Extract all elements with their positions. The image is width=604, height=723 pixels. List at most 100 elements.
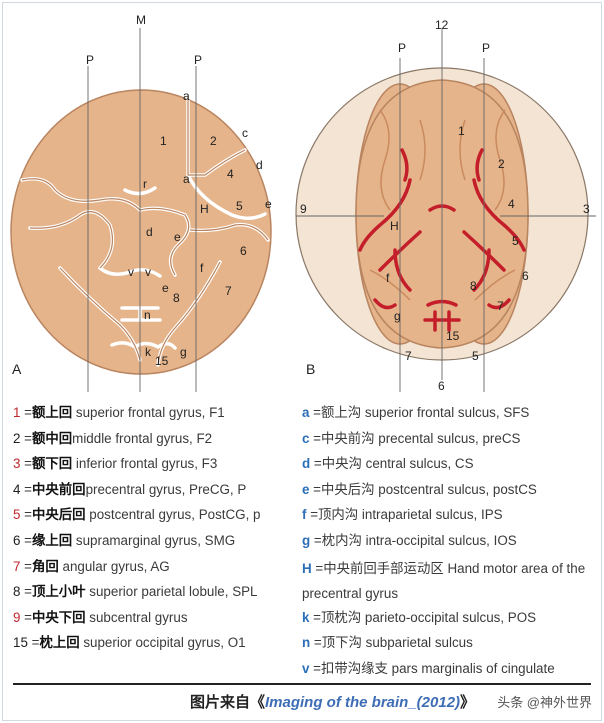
panel-a-title: A <box>12 361 22 377</box>
panel-b-label-p-left: P <box>398 41 406 55</box>
panel-a-label-7: 7 <box>225 284 232 298</box>
panel-b-labels: 12 P P 9 3 1 2 4 H 5 f 6 8 7 g 15 7 5 6 … <box>300 18 590 393</box>
panel-b-label-8: 8 <box>470 279 477 293</box>
panel-a-label-5: 5 <box>236 199 243 213</box>
panel-b-label-g: g <box>394 309 401 323</box>
legend-gyrus-cn: 中央后回 <box>32 507 86 523</box>
panel-a-label-p-right: P <box>194 53 202 67</box>
legend-sulcus-row: e =中央后沟 postcentral sulcus, postCS <box>302 479 598 505</box>
legend-gyrus-cn: 额上回 <box>32 405 73 420</box>
legend-sulcus-key: n <box>302 635 311 651</box>
panel-b-label-f: f <box>386 271 390 285</box>
legend-gyrus-number: 1 <box>13 405 21 420</box>
legend-sulcus-row: a =额上沟 superior frontal sulcus, SFS <box>302 402 598 428</box>
panel-b-label-9: 9 <box>300 202 307 216</box>
legend-gyrus-cn: 枕上回 <box>39 635 80 651</box>
watermark: 头条 @神外世界 <box>497 695 592 710</box>
legend-gyrus-row: 5 =中央后回 postcentral gyrus, PostCG, p <box>13 504 298 530</box>
legend-gyrus-cn: 缘上回 <box>32 532 73 548</box>
panel-b-red-sulci <box>358 148 526 332</box>
legend-gyrus-row: 6 =缘上回 supramarginal gyrus, SMG <box>13 530 298 556</box>
legend-equals: = <box>20 430 32 446</box>
legend-sulcus-text: =中央前沟 precental sulcus, preCS <box>309 430 521 446</box>
legend-gyrus-number: 2 <box>13 430 21 446</box>
legend-gyrus-cn: 中央下回 <box>32 609 86 625</box>
panel-b-label-5: 5 <box>512 234 519 248</box>
panel-b-label-4: 4 <box>508 197 515 211</box>
legend-sulcus-key: e <box>302 481 310 497</box>
legend-gyrus-row: 9 =中央下回 subcentral gyrus <box>13 607 298 633</box>
legend-gyrus-en: superior parietal lobule, SPL <box>85 584 258 600</box>
panel-b-label-7b: 7 <box>405 349 412 363</box>
panel-a-label-d2: d <box>146 225 153 239</box>
panel-a-label-d1: d <box>256 158 263 172</box>
legend-sulcus-key: f <box>302 507 307 523</box>
legend-sulcus-key: d <box>302 456 311 472</box>
legend-sulcus-row: H =中央前回手部运动区 Hand motor area of the prec… <box>302 556 598 607</box>
legend-gyrus-row: 7 =角回 angular gyrus, AG <box>13 556 298 582</box>
panel-a-label-6: 6 <box>240 244 247 258</box>
legend-sulcus-text: =扣带沟缘支 pars marginalis of cingulate <box>309 660 555 676</box>
legend-sulcus-text: =中央沟 central sulcus, CS <box>310 456 474 472</box>
legend-gyrus-en: superior frontal gyrus, F1 <box>72 405 225 420</box>
legend-equals: = <box>20 558 32 574</box>
legend-sulcus-row: k =顶枕沟 parieto-occipital sulcus, POS <box>302 607 598 633</box>
panel-b-label-7: 7 <box>497 299 504 313</box>
panel-b-label-1: 1 <box>458 124 465 138</box>
panel-a-label-e1: e <box>265 197 272 211</box>
legend-gyrus-en: supramarginal gyrus, SMG <box>72 532 236 548</box>
legend-sulcus-key: c <box>302 430 310 446</box>
brain-figure: M P P a c d e 1 2 r a 4 H 5 d e 6 v v f … <box>10 13 596 393</box>
panel-a-label-a1: a <box>183 89 190 103</box>
legend-gyrus-en: superior occipital gyrus, O1 <box>79 635 246 651</box>
legend-sulcus-row: d =中央沟 central sulcus, CS <box>302 453 598 479</box>
legend-gyrus-number: 4 <box>13 481 21 497</box>
caption-title: Imaging of the brain_(2012)》 <box>265 689 475 717</box>
caption-divider <box>13 683 591 685</box>
panel-b-label-15: 15 <box>446 329 460 343</box>
legend-gyrus-row: 3 =额下回 inferior frontal gyrus, F3 <box>13 453 298 479</box>
panel-a-label-k: k <box>145 345 152 359</box>
panel-a-labels: M P P a c d e 1 2 r a 4 H 5 d e 6 v v f … <box>12 13 272 377</box>
panel-a-label-v1: v <box>128 265 134 279</box>
legend-equals: = <box>20 481 32 497</box>
legend-sulcus-row: g =枕内沟 intra-occipital sulcus, IOS <box>302 530 598 556</box>
panel-a-label-15: 15 <box>155 354 169 368</box>
legend-sulcus-text: =枕内沟 intra-occipital sulcus, IOS <box>310 532 517 548</box>
legend-equals: = <box>20 532 32 548</box>
panel-a-guide-lines <box>87 28 197 392</box>
panel-b-title: B <box>306 361 315 377</box>
panel-a-label-r: r <box>143 177 147 191</box>
legend-gyrus-number: 7 <box>13 558 21 574</box>
panel-b-guide-lines <box>296 28 596 392</box>
panel-a-label-e2: e <box>174 230 181 244</box>
panel-b-label-12: 12 <box>435 18 449 32</box>
legend-gyrus-row: 2 =额中回middle frontal gyrus, F2 <box>13 428 298 454</box>
panel-b-label-p-right: P <box>482 41 490 55</box>
legend-gyrus-number: 5 <box>13 507 21 523</box>
legend-gyrus-row: 15 =枕上回 superior occipital gyrus, O1 <box>13 632 298 658</box>
panel-a-label-8: 8 <box>173 291 180 305</box>
panel-b-label-2: 2 <box>498 157 505 171</box>
legend-gyrus-en: subcentral gyrus <box>85 609 188 625</box>
legend-sulcus-key: g <box>302 532 311 548</box>
panel-b-label-3: 3 <box>583 202 590 216</box>
panel-a-label-p-left: P <box>86 53 94 67</box>
legend-sulcus-text: =顶内沟 intraparietal sulcus, IPS <box>306 507 503 523</box>
legend-gyrus-row: 4 =中央前回precentral gyrus, PreCG, P <box>13 479 298 505</box>
legend-sulcus-text: =顶下沟 subparietal sulcus <box>310 635 473 651</box>
panel-a-label-a2: a <box>183 172 190 186</box>
legend-equals: = <box>20 507 32 523</box>
legend-sulcus-row: v =扣带沟缘支 pars marginalis of cingulate <box>302 658 598 684</box>
panel-a-label-h: H <box>200 202 209 216</box>
legend-sulcus-key: a <box>302 405 310 420</box>
legend-gyrus-en: postcentral gyrus, PostCG, p <box>85 507 261 523</box>
legend-sulcus-row: c =中央前沟 precental sulcus, preCS <box>302 428 598 454</box>
legend-gyrus-cn: 顶上小叶 <box>32 584 86 600</box>
panel-b: 12 P P 9 3 1 2 4 H 5 f 6 8 7 g 15 7 5 6 … <box>295 18 596 393</box>
legend-gyrus-row: 8 =顶上小叶 superior parietal lobule, SPL <box>13 581 298 607</box>
panel-a-label-f: f <box>200 261 204 275</box>
